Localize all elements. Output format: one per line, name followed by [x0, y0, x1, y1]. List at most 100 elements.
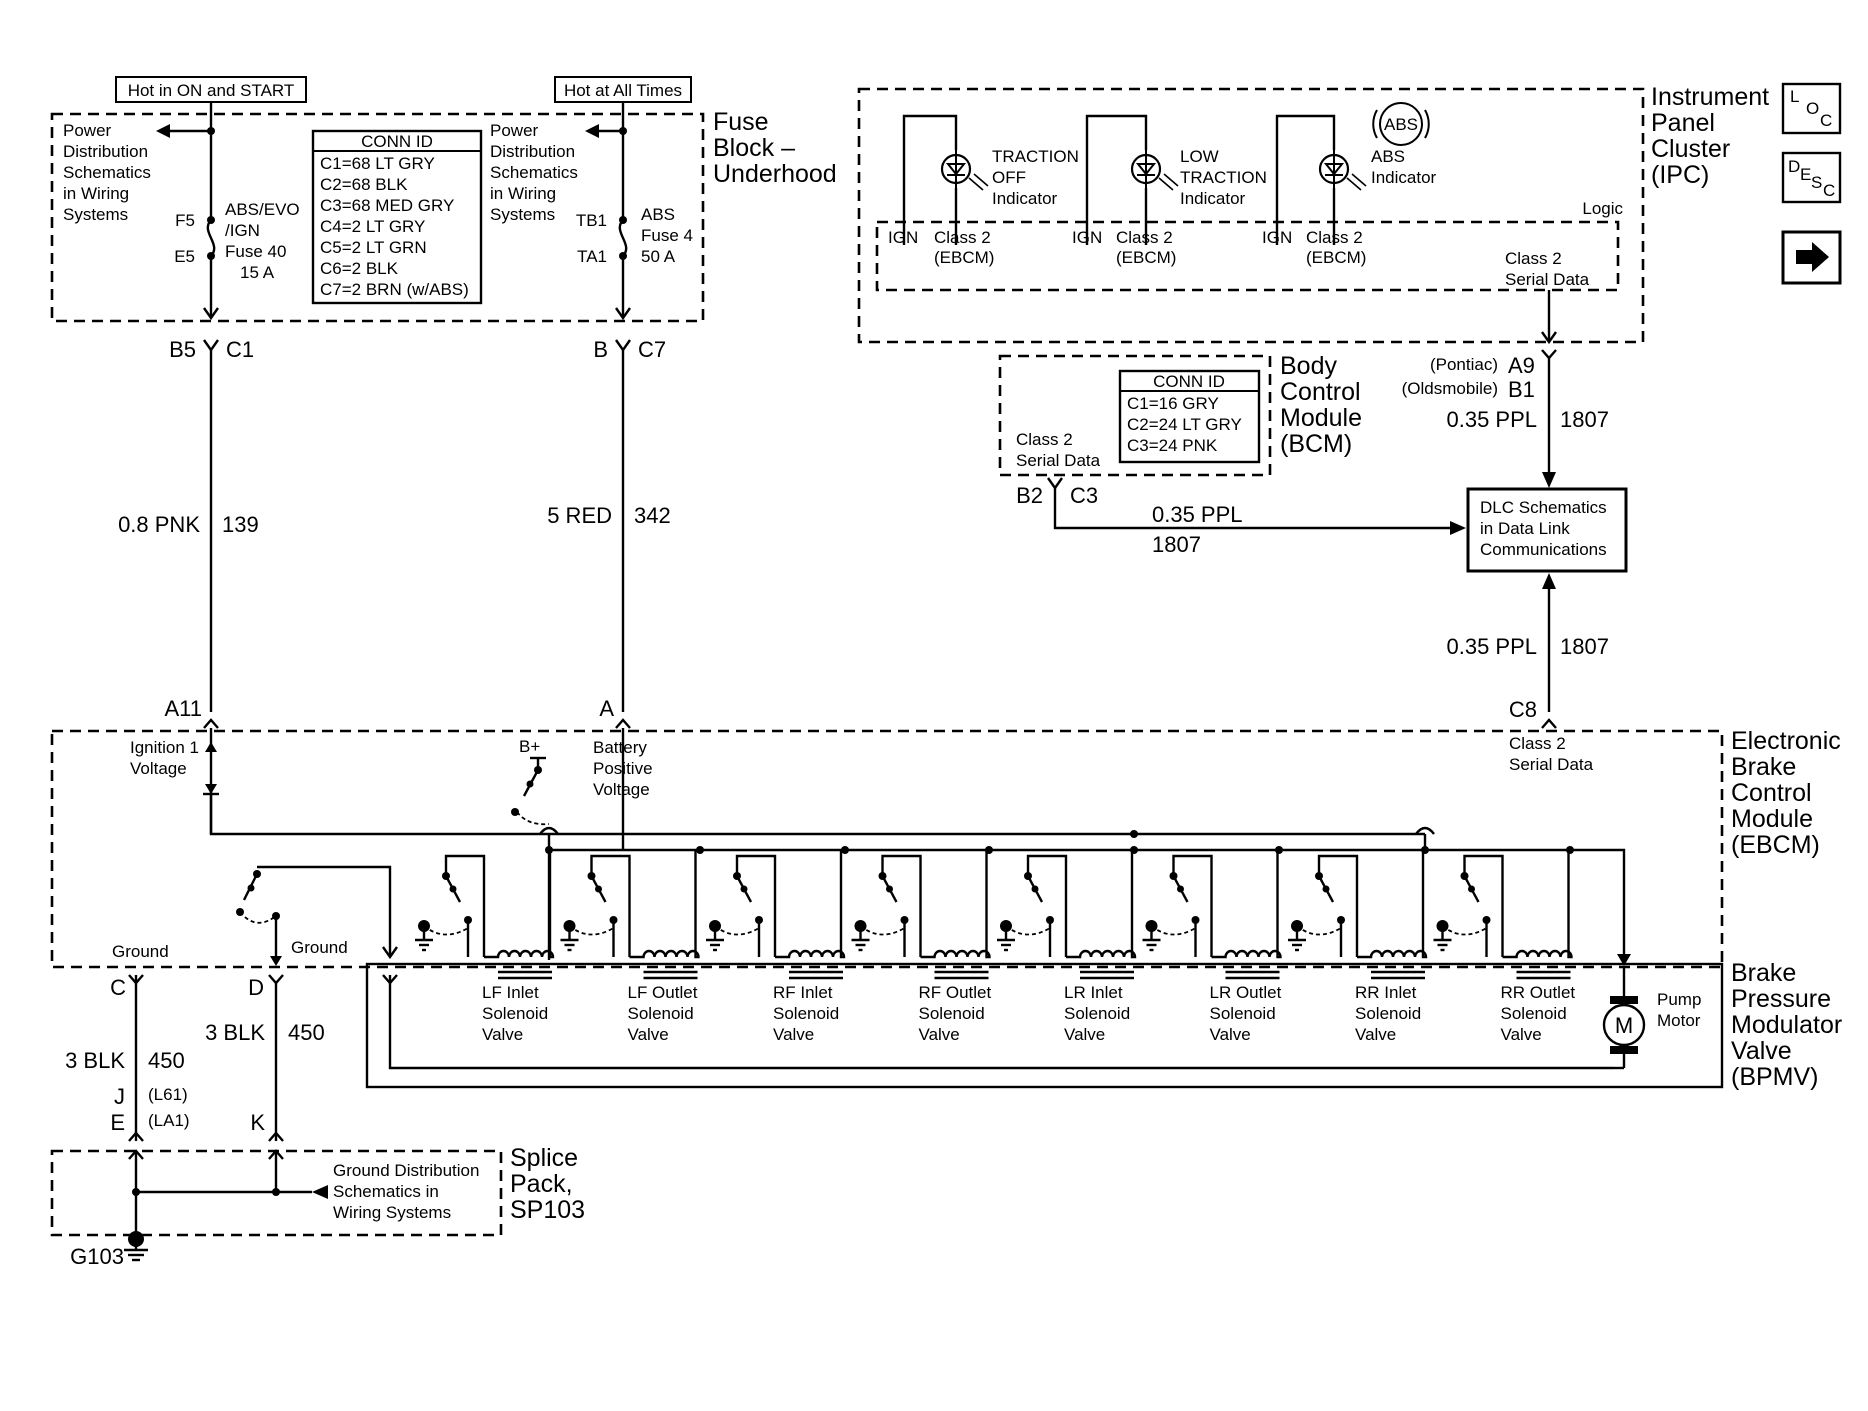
svg-text:Fuse 4: Fuse 4 [641, 226, 693, 245]
conn-id-table-bcm: CONN ID C1=16 GRY C2=24 LT GRY C3=24 PNK [1118, 369, 1261, 464]
svg-text:Control: Control [1280, 378, 1361, 406]
svg-text:C3=68 MED GRY: C3=68 MED GRY [320, 196, 454, 215]
svg-text:Ground: Ground [112, 942, 169, 961]
svg-text:1807: 1807 [1152, 532, 1201, 557]
fuse-40-label: ABS/EVO /IGN Fuse 40 15 A [225, 200, 300, 282]
svg-text:Solenoid: Solenoid [773, 1004, 839, 1023]
svg-text:OFF: OFF [992, 168, 1026, 187]
lr-inlet-solenoid-circuit [997, 850, 1137, 980]
right-arrow-icon [1796, 242, 1829, 272]
svg-text:Battery: Battery [593, 738, 647, 757]
conn-id-table-fuse-block: CONN ID C1=68 LT GRY C2=68 BLK C3=68 MED… [311, 129, 483, 305]
ebcm-title: Electronic Brake Control Module (EBCM) [1731, 727, 1841, 859]
abs-indicator: ABS ABS Indicator IGN Class 2 (EBCM) [1262, 102, 1437, 267]
svg-text:Cluster: Cluster [1651, 135, 1730, 163]
svg-text:Solenoid: Solenoid [1501, 1004, 1567, 1023]
svg-text:Brake: Brake [1731, 959, 1796, 987]
bcm-title: Body Control Module (BCM) [1280, 352, 1362, 458]
svg-text:3 BLK: 3 BLK [65, 1048, 125, 1073]
svg-text:Body: Body [1280, 352, 1337, 380]
connector-k: K [250, 1110, 265, 1135]
next-page-button[interactable] [1781, 230, 1842, 285]
bcm-boundary [998, 354, 1272, 477]
svg-text:(EBCM): (EBCM) [934, 248, 994, 267]
svg-text:Valve: Valve [919, 1025, 960, 1044]
svg-text:(IPC): (IPC) [1651, 161, 1709, 189]
connector-d: D [248, 975, 264, 1000]
svg-text:Class 2: Class 2 [1016, 430, 1073, 449]
loc-button[interactable]: L O C [1781, 82, 1842, 135]
svg-text:LF Inlet: LF Inlet [482, 983, 539, 1002]
connector-b1: B1 [1508, 377, 1535, 402]
svg-text:C1=68 LT GRY: C1=68 LT GRY [320, 154, 435, 173]
svg-text:C2=24 LT GRY: C2=24 LT GRY [1127, 415, 1242, 434]
connector-c8: C8 [1509, 697, 1537, 722]
svg-text:LR Outlet: LR Outlet [1210, 983, 1282, 1002]
svg-text:C1=16 GRY: C1=16 GRY [1127, 394, 1219, 413]
svg-text:C: C [1820, 111, 1832, 130]
svg-text:Power: Power [490, 121, 539, 140]
bpmv-boundary [365, 962, 1724, 1089]
lf-outlet-solenoid-circuit [560, 850, 700, 980]
svg-text:Valve: Valve [628, 1025, 669, 1044]
svg-text:B+: B+ [519, 737, 540, 756]
svg-text:Systems: Systems [63, 205, 128, 224]
rf-outlet-solenoid-circuit [851, 850, 991, 980]
svg-text:TRACTION: TRACTION [992, 147, 1079, 166]
svg-text:D: D [1788, 157, 1800, 176]
svg-text:CONN ID: CONN ID [361, 132, 433, 151]
svg-text:L: L [1790, 87, 1799, 106]
splice-pack-title: Splice Pack, SP103 [510, 1144, 585, 1224]
svg-text:Valve: Valve [1355, 1025, 1396, 1044]
svg-text:TB1: TB1 [576, 211, 607, 230]
svg-text:5 RED: 5 RED [547, 503, 612, 528]
svg-text:DLC Schematics: DLC Schematics [1480, 498, 1607, 517]
svg-text:Valve: Valve [1064, 1025, 1105, 1044]
svg-text:(Oldsmobile): (Oldsmobile) [1402, 379, 1498, 398]
svg-text:Communications: Communications [1480, 540, 1607, 559]
svg-text:Wiring Systems: Wiring Systems [333, 1203, 451, 1222]
fuse-4-label: ABS Fuse 4 50 A [641, 205, 693, 266]
svg-text:C3=24 PNK: C3=24 PNK [1127, 436, 1218, 455]
svg-text:0.8 PNK: 0.8 PNK [118, 512, 200, 537]
wire-ppl-1807-bcm [1053, 488, 1450, 530]
svg-text:IGN: IGN [888, 228, 918, 247]
connector-c: C [110, 975, 126, 1000]
lr-outlet-solenoid-circuit [1142, 850, 1282, 980]
ground-g103-label: G103 [70, 1244, 124, 1269]
desc-button[interactable]: D E S C [1781, 151, 1842, 204]
svg-text:0.35 PPL: 0.35 PPL [1446, 407, 1537, 432]
svg-text:Valve: Valve [1731, 1037, 1792, 1065]
connector-b: B [593, 337, 608, 362]
fuse-block-boundary [50, 112, 705, 323]
connector-e: E [110, 1110, 125, 1135]
svg-text:Serial Data: Serial Data [1505, 270, 1590, 289]
svg-text:RF Inlet: RF Inlet [773, 983, 833, 1002]
low-traction-indicator: LOW TRACTION Indicator IGN Class 2 (EBCM… [1072, 114, 1267, 267]
svg-text:139: 139 [222, 512, 259, 537]
svg-text:Pressure: Pressure [1731, 985, 1831, 1013]
ipc-boundary [857, 87, 1645, 344]
svg-text:/IGN: /IGN [225, 221, 260, 240]
connector-c7: C7 [638, 337, 666, 362]
svg-text:(LA1): (LA1) [148, 1111, 190, 1130]
svg-text:Voltage: Voltage [130, 759, 187, 778]
svg-text:CONN ID: CONN ID [1153, 372, 1225, 391]
svg-text:RR Inlet: RR Inlet [1355, 983, 1417, 1002]
svg-text:Class 2: Class 2 [934, 228, 991, 247]
svg-text:ABS: ABS [1384, 115, 1418, 134]
svg-text:C5=2 LT GRN: C5=2 LT GRN [320, 238, 427, 257]
svg-text:M: M [1615, 1013, 1633, 1038]
traction-off-indicator: TRACTION OFF Indicator IGN Class 2 (EBCM… [888, 114, 1079, 267]
svg-text:1807: 1807 [1560, 407, 1609, 432]
svg-text:E5: E5 [174, 247, 195, 266]
svg-text:E: E [1800, 165, 1811, 184]
svg-text:Electronic: Electronic [1731, 727, 1841, 755]
svg-text:LF Outlet: LF Outlet [628, 983, 698, 1002]
svg-text:Systems: Systems [490, 205, 555, 224]
svg-text:ABS: ABS [1371, 147, 1405, 166]
